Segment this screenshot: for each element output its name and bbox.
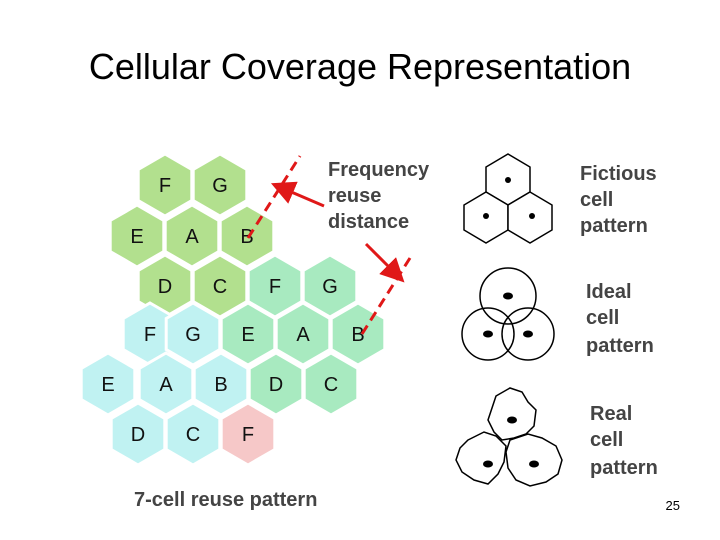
fictious-label-line: cell bbox=[580, 189, 613, 211]
reuse-label-line: Frequency bbox=[328, 159, 430, 181]
hex-cell-label: E bbox=[101, 374, 114, 396]
hex-cell-label: E bbox=[130, 226, 143, 248]
hex-cell-label: F bbox=[159, 175, 171, 197]
hex-cell-label: D bbox=[158, 276, 172, 298]
hex-cell bbox=[191, 152, 249, 218]
hex-cell-label: C bbox=[186, 424, 200, 446]
ideal-cell-pattern bbox=[461, 267, 555, 361]
hex-cell-label: F bbox=[144, 324, 156, 346]
fictious-label-line: Fictious bbox=[580, 163, 657, 185]
ideal-cell bbox=[479, 267, 537, 325]
real-cell bbox=[487, 387, 537, 441]
cell-center-dot bbox=[523, 330, 533, 338]
reuse-arrow bbox=[364, 242, 405, 283]
hex-cell bbox=[302, 351, 360, 417]
hex-cell-label: A bbox=[296, 324, 310, 346]
real-label-line: Real bbox=[590, 403, 632, 425]
hex-cell-label: C bbox=[213, 276, 227, 298]
real-cell bbox=[505, 433, 563, 487]
real-label-line: pattern bbox=[590, 457, 658, 479]
ideal-cell bbox=[501, 307, 555, 361]
real-label-line: cell bbox=[590, 429, 623, 451]
hex-cell-label: D bbox=[269, 374, 283, 396]
cell-center-dot bbox=[483, 330, 493, 338]
ideal-cell bbox=[461, 307, 515, 361]
fictious-cell-dots bbox=[483, 177, 535, 219]
hex-cell-label: F bbox=[269, 276, 281, 298]
hex-cell-label: G bbox=[212, 175, 228, 197]
hex-cell-label: D bbox=[131, 424, 145, 446]
hex-cell-label: B bbox=[351, 324, 364, 346]
ideal-label-line: cell bbox=[586, 307, 619, 329]
hex-cell-label: F bbox=[242, 424, 254, 446]
ideal-label-line: Ideal bbox=[586, 281, 632, 303]
hex-cell-label: G bbox=[322, 276, 338, 298]
real-cell-pattern bbox=[455, 387, 563, 487]
real-cell-dots bbox=[483, 416, 539, 468]
cell-center-dot bbox=[483, 460, 493, 468]
hex-cell-label: A bbox=[159, 374, 173, 396]
hex-cell-label: A bbox=[185, 226, 199, 248]
page-number: 25 bbox=[665, 498, 680, 513]
cell-center-dot bbox=[483, 213, 489, 219]
cell-center-dot bbox=[507, 416, 517, 424]
ideal-label-line: pattern bbox=[586, 335, 654, 357]
real-cell bbox=[455, 431, 507, 485]
ideal-cell-dots bbox=[483, 292, 533, 338]
reuse-label-line: distance bbox=[328, 211, 409, 233]
cell-center-dot bbox=[529, 460, 539, 468]
hex-cell-label: E bbox=[241, 324, 254, 346]
cell-center-dot bbox=[529, 213, 535, 219]
reuse-pattern-caption: 7-cell reuse pattern bbox=[134, 489, 317, 511]
hex-cell-label: C bbox=[324, 374, 338, 396]
fictious-label-line: pattern bbox=[580, 215, 648, 237]
hex-cell-label: G bbox=[185, 324, 201, 346]
cell-center-dot bbox=[503, 292, 513, 300]
cell-center-dot bbox=[505, 177, 511, 183]
reuse-label-line: reuse bbox=[328, 185, 381, 207]
reuse-distance-annotation bbox=[246, 155, 412, 335]
hex-cell bbox=[79, 351, 137, 417]
reuse-arrow bbox=[270, 181, 325, 208]
hex-cell bbox=[219, 401, 277, 467]
slide-title: Cellular Coverage Representation bbox=[88, 46, 632, 87]
hex-cell-label: B bbox=[214, 374, 227, 396]
fictious-cell-pattern bbox=[463, 153, 553, 244]
